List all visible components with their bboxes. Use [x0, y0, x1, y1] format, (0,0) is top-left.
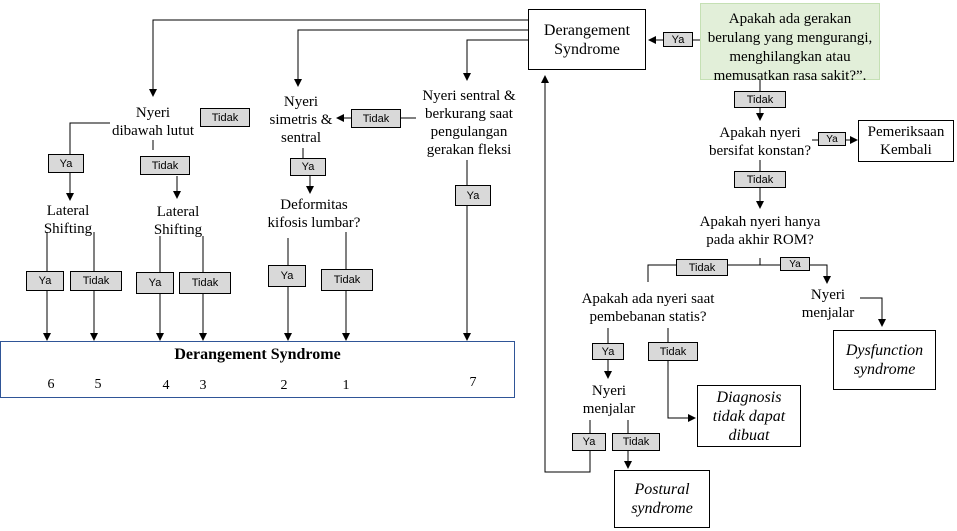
postural-box: Postural syndrome	[614, 470, 710, 528]
question-konstan-line: bersifat konstan?	[708, 143, 812, 159]
question-konstan: Apakah nyeri bersifat konstan?	[700, 124, 820, 160]
postural-line: Postural	[634, 481, 690, 498]
outcome-number: 7	[469, 375, 477, 390]
label-ya-menjalar: Ya	[572, 433, 606, 451]
dysfunction-line: syndrome	[853, 361, 916, 378]
label-tidak-statis: Tidak	[648, 342, 698, 361]
label-ya-akhir-rom: Ya	[780, 257, 810, 271]
question-konstan-line: Apakah nyeri	[719, 125, 801, 141]
question-kifosis: Deformitas kifosis lumbar?	[256, 196, 372, 232]
nyeri-menjalar-right-line: menjalar	[801, 305, 855, 321]
question-kifosis-line: kifosis lumbar?	[267, 215, 361, 231]
question-simetris-line: sentral	[281, 130, 321, 146]
lateral-shifting-b-line: Shifting	[153, 222, 203, 238]
outcome-number: 5	[94, 377, 102, 392]
question-sentral-fleksi: Nyeri sentral & berkurang saat pengulang…	[416, 87, 522, 159]
outcome-number: 6	[47, 377, 55, 392]
pemeriksaan-line: Kembali	[880, 142, 932, 158]
label-ya-fleksi: Ya	[455, 185, 491, 206]
outcome-number: 3	[199, 378, 207, 393]
derangement-top-line: Derangement	[543, 21, 631, 39]
nyeri-menjalar-left-line: menjalar	[582, 401, 636, 417]
question-statis-line: Apakah ada nyeri saat	[581, 291, 715, 307]
outcome-number: 2	[280, 378, 288, 393]
nyeri-menjalar-right: Nyeri menjalar	[795, 286, 861, 322]
start-question-line: Apakah ada gerakan	[728, 11, 852, 27]
derangement-main-title: Derangement Syndrome	[174, 346, 341, 363]
dysfunction-box: Dysfunction syndrome	[833, 330, 936, 390]
label-tidak-lutut: Tidak	[140, 156, 190, 175]
question-akhir-rom-line: Apakah nyeri hanya	[699, 214, 821, 230]
question-sentral-fleksi-line: Nyeri sentral &	[422, 88, 516, 104]
diagnosis-line: dibuat	[728, 426, 770, 444]
diagnosis-box: Diagnosis tidak dapat dibuat	[697, 385, 801, 447]
lateral-shifting-b-line: Lateral	[156, 204, 200, 220]
label-ya-simetris: Ya	[290, 158, 326, 176]
label-tidak-akhir-rom: Tidak	[676, 259, 728, 276]
start-question-line: memusatkan rasa sakit?”.	[713, 68, 867, 84]
nyeri-menjalar-left-line: Nyeri	[591, 383, 627, 399]
start-question: Apakah ada gerakan berulang yang mengura…	[700, 3, 880, 84]
pemeriksaan-box: Pemeriksaan Kembali	[858, 120, 954, 162]
question-sentral-fleksi-line: pengulangan	[430, 124, 508, 140]
derangement-top-line: Syndrome	[554, 40, 620, 58]
question-akhir-rom: Apakah nyeri hanya pada akhir ROM?	[690, 213, 830, 249]
question-simetris-line: Nyeri	[283, 94, 319, 110]
start-question-line: berulang yang mengurangi,	[707, 30, 873, 46]
label-tidak-start: Tidak	[734, 91, 786, 108]
label-tidak-konstan: Tidak	[734, 171, 786, 188]
outcome-number: 1	[342, 378, 350, 393]
label-ya-lateral-a: Ya	[26, 271, 64, 291]
question-lutut-line: dibawah lutut	[111, 123, 195, 139]
diagnosis-line: Diagnosis	[716, 388, 782, 406]
question-lutut: Nyeri dibawah lutut	[104, 104, 202, 140]
label-ya-start: Ya	[663, 32, 693, 47]
lateral-shifting-a-line: Lateral	[46, 203, 90, 219]
question-simetris-line: simetris &	[269, 112, 333, 128]
label-tidak-simetris: Tidak	[200, 108, 250, 127]
label-ya-lutut: Ya	[48, 154, 84, 173]
label-tidak-lateral-b: Tidak	[179, 272, 231, 294]
question-statis: Apakah ada nyeri saat pembebanan statis?	[568, 290, 728, 326]
lateral-shifting-b: Lateral Shifting	[146, 203, 210, 239]
label-tidak-lateral-a: Tidak	[70, 271, 122, 291]
nyeri-menjalar-left: Nyeri menjalar	[576, 382, 642, 418]
postural-line: syndrome	[631, 500, 693, 517]
question-statis-line: pembebanan statis?	[589, 309, 707, 325]
question-akhir-rom-line: pada akhir ROM?	[706, 232, 814, 248]
derangement-main-box: Derangement Syndrome	[0, 341, 515, 398]
label-ya-lateral-b: Ya	[136, 272, 174, 294]
diagnosis-line: tidak dapat	[712, 407, 786, 425]
question-lutut-line: Nyeri	[135, 105, 171, 121]
start-question-line: menghilangkan atau	[729, 49, 851, 65]
outcome-number: 4	[162, 378, 170, 393]
label-ya-statis: Ya	[592, 343, 624, 360]
pemeriksaan-line: Pemeriksaan	[867, 124, 945, 140]
question-sentral-fleksi-line: berkurang saat	[425, 106, 513, 122]
question-sentral-fleksi-line: gerakan fleksi	[426, 142, 512, 158]
derangement-top-box: Derangement Syndrome	[528, 9, 646, 70]
label-ya-kifosis: Ya	[268, 265, 306, 287]
question-kifosis-line: Deformitas	[280, 197, 348, 213]
label-tidak-menjalar: Tidak	[612, 433, 660, 451]
question-simetris: Nyeri simetris & sentral	[262, 93, 340, 147]
label-tidak-fleksi: Tidak	[351, 109, 401, 128]
label-ya-konstan: Ya	[818, 132, 846, 146]
label-tidak-kifosis: Tidak	[321, 269, 373, 291]
dysfunction-line: Dysfunction	[845, 342, 924, 359]
lateral-shifting-a: Lateral Shifting	[36, 202, 100, 238]
lateral-shifting-a-line: Shifting	[43, 221, 93, 237]
nyeri-menjalar-right-line: Nyeri	[810, 287, 846, 303]
